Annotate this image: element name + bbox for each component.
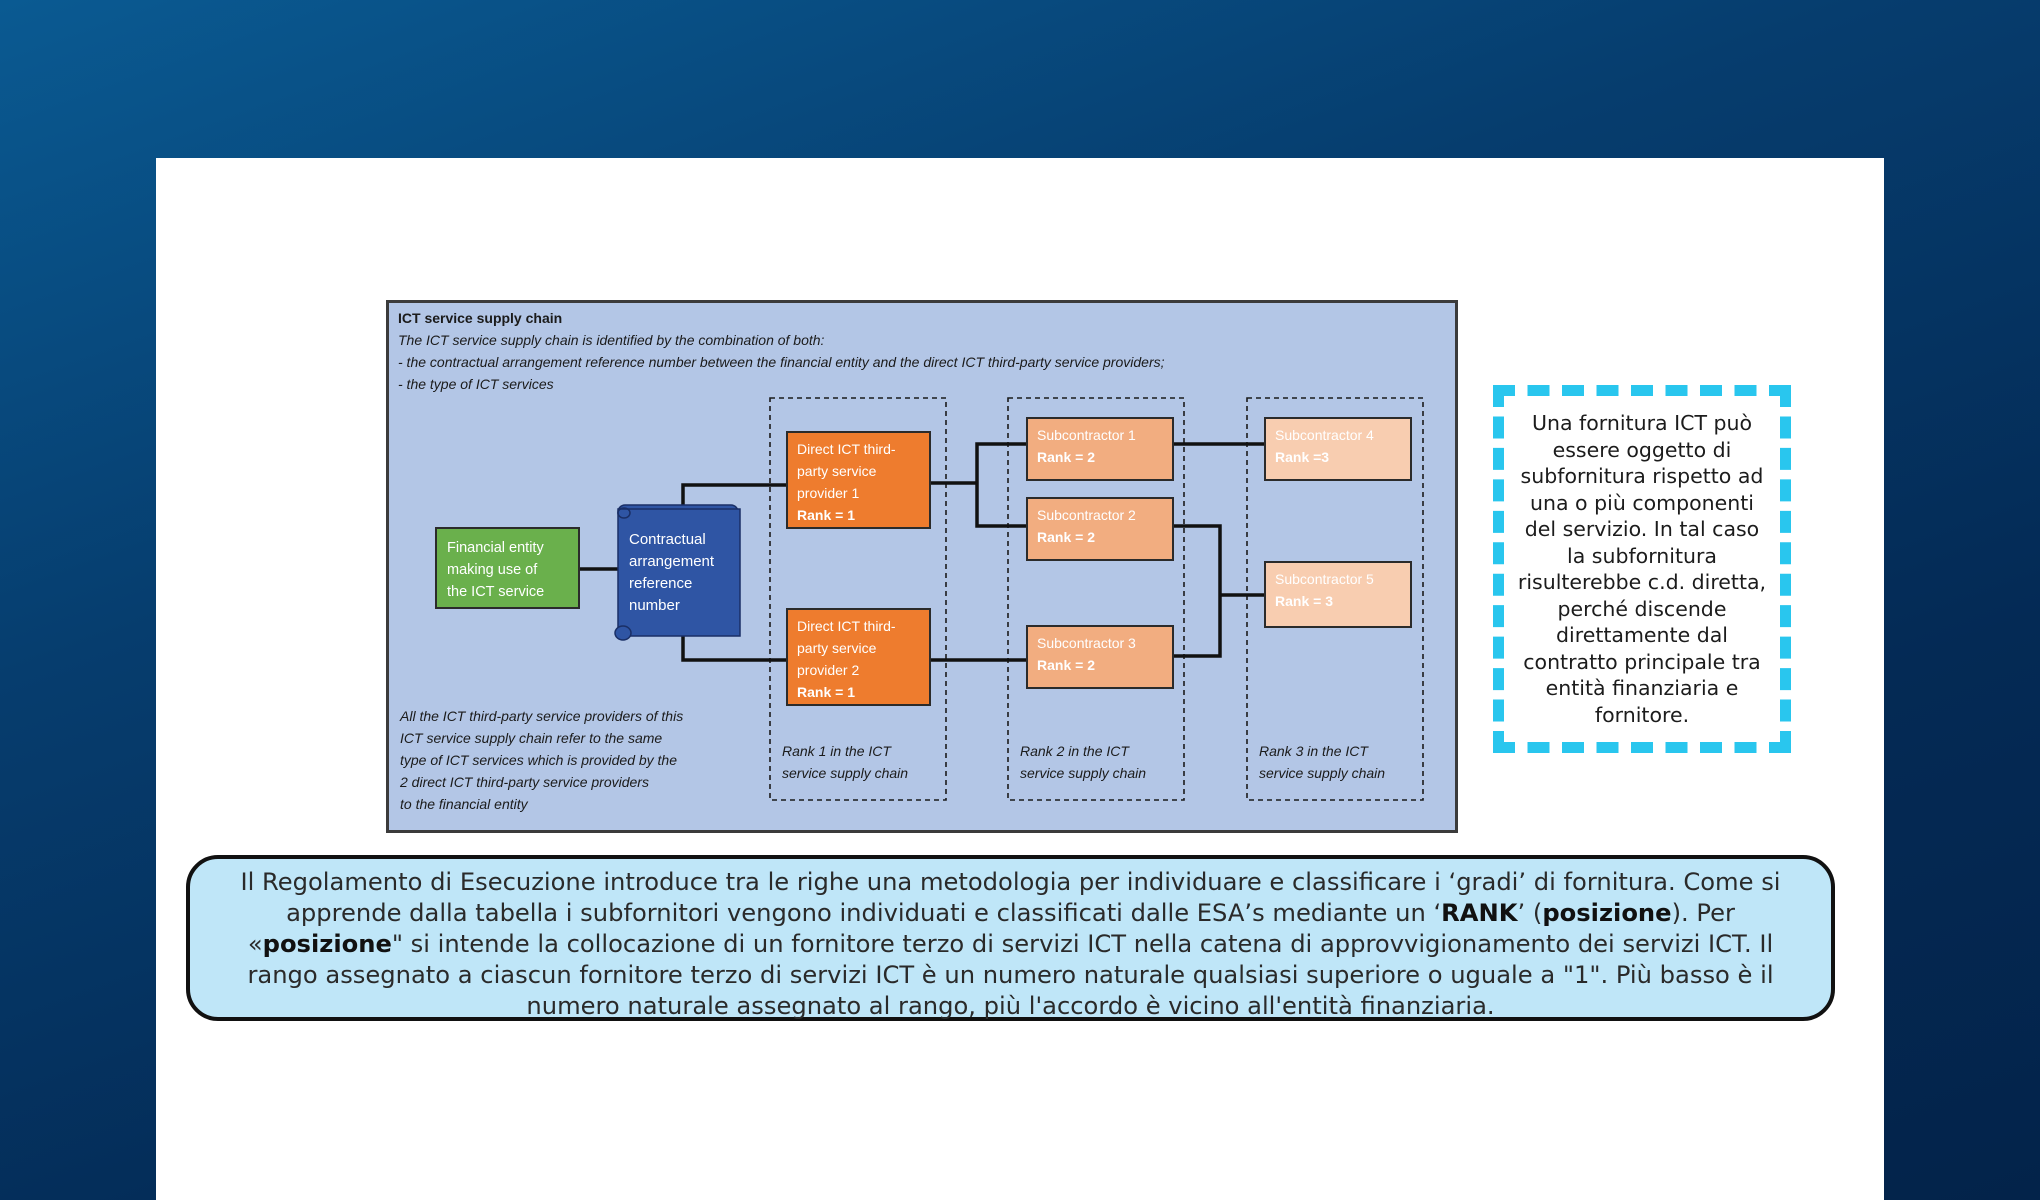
rank-3-column	[1246, 397, 1424, 801]
sub-3-rank: Rank = 2	[1037, 657, 1095, 673]
contract-line-2: arrangement	[629, 553, 715, 570]
sub-1-rank: Rank = 2	[1037, 449, 1095, 465]
connector-lines	[579, 442, 1265, 662]
rank-3-caption-line-1: Rank 3 in the ICT	[1259, 743, 1369, 759]
info-bold-posizione-1: posizione	[1542, 899, 1672, 927]
rank-3-caption-line-2: service supply chain	[1259, 765, 1385, 781]
slide: ICT service supply chain The ICT service…	[156, 158, 1884, 1200]
contract-line-1: Contractual	[629, 531, 706, 548]
provider-1-rank: Rank = 1	[797, 507, 855, 523]
supply-chain-diagram: ICT service supply chain The ICT service…	[386, 300, 1458, 833]
subcontracting-note-box: Una fornitura ICT può essere oggetto di …	[1493, 385, 1791, 753]
sub-2-rank: Rank = 2	[1037, 529, 1095, 545]
subcontracting-note-text: Una fornitura ICT può essere oggetto di …	[1517, 411, 1767, 727]
financial-entity-line-2: making use of	[447, 562, 538, 578]
rank-2-caption-line-2: service supply chain	[1020, 765, 1146, 781]
contract-line-3: reference	[629, 575, 692, 592]
subcontractor-3-box	[1026, 625, 1174, 689]
info-text-2: ’ (	[1517, 899, 1543, 927]
diagram-intro-line-3: - the type of ICT services	[398, 376, 554, 392]
rank-explanation-box: Il Regolamento di Esecuzione introduce t…	[186, 855, 1835, 1021]
rank-1-caption-line-2: service supply chain	[782, 765, 908, 781]
provider-1-line-3: provider 1	[797, 485, 859, 501]
subcontractor-5-box	[1264, 561, 1412, 628]
footnote-line-2: ICT service supply chain refer to the sa…	[400, 730, 662, 746]
contract-scroll	[614, 504, 741, 641]
diagram-intro-line-2: - the contractual arrangement reference …	[398, 354, 1165, 370]
footnote-line-5: to the financial entity	[400, 796, 529, 812]
info-text-3: ). Per «	[247, 899, 1735, 958]
subcontractor-2-box	[1026, 497, 1174, 561]
sub-1-name: Subcontractor 1	[1037, 427, 1136, 443]
financial-entity-line-3: the ICT service	[447, 584, 544, 600]
provider-1-line-1: Direct ICT third-	[797, 441, 896, 457]
provider-2-rank: Rank = 1	[797, 684, 855, 700]
rank-2-caption-line-1: Rank 2 in the ICT	[1020, 743, 1130, 759]
footnote-line-1: All the ICT third-party service provider…	[399, 708, 683, 724]
footnote-line-3: type of ICT services which is provided b…	[400, 752, 677, 768]
rank-1-caption-line-1: Rank 1 in the ICT	[782, 743, 892, 759]
subcontractor-1-box	[1026, 417, 1174, 481]
sub-5-rank: Rank = 3	[1275, 593, 1333, 609]
provider-2-line-2: party service	[797, 640, 877, 656]
sub-5-name: Subcontractor 5	[1275, 571, 1374, 587]
info-text-1: Il Regolamento di Esecuzione introduce t…	[240, 868, 1781, 927]
rank-1-column	[769, 397, 947, 801]
provider-2-line-1: Direct ICT third-	[797, 618, 896, 634]
info-bold-rank: RANK	[1441, 899, 1518, 927]
info-text-4: " si intende la collocazione di un forni…	[247, 930, 1774, 1020]
direct-provider-2-box	[786, 608, 931, 706]
subcontractor-4-box	[1264, 417, 1412, 481]
rank-2-column	[1007, 397, 1185, 801]
diagram-svg: ICT service supply chain The ICT service…	[398, 310, 1424, 812]
sub-4-name: Subcontractor 4	[1275, 427, 1374, 443]
info-bold-posizione-2: posizione	[262, 930, 392, 958]
provider-2-line-3: provider 2	[797, 662, 859, 678]
direct-provider-1-box	[786, 431, 931, 529]
sub-2-name: Subcontractor 2	[1037, 507, 1136, 523]
contract-line-4: number	[629, 597, 680, 614]
sub-3-name: Subcontractor 3	[1037, 635, 1136, 651]
provider-1-line-2: party service	[797, 463, 877, 479]
footnote-line-4: 2 direct ICT third-party service provide…	[399, 774, 649, 790]
diagram-title: ICT service supply chain	[398, 310, 562, 326]
sub-4-rank: Rank =3	[1275, 449, 1329, 465]
financial-entity-line-1: Financial entity	[447, 540, 544, 556]
financial-entity-box	[435, 527, 580, 609]
diagram-intro-line-1: The ICT service supply chain is identifi…	[398, 332, 825, 348]
